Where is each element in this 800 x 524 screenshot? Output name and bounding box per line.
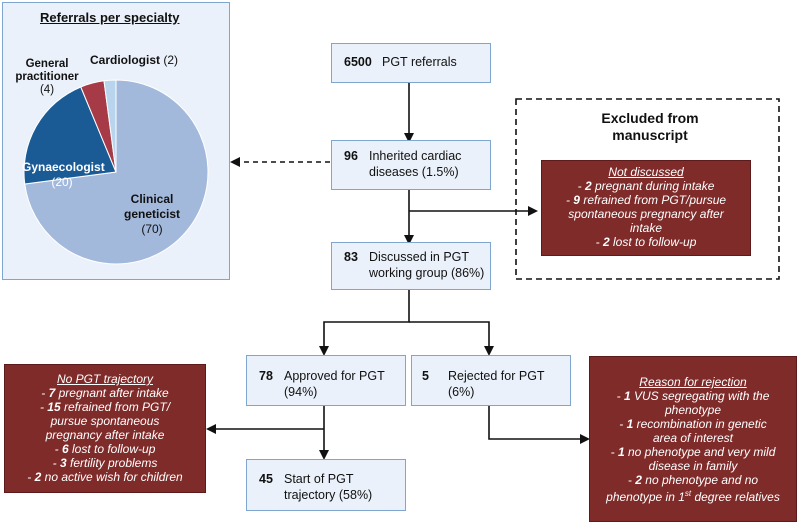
arrowhead	[404, 133, 414, 143]
box-rejected: 5 Rejected for PGT(6%)	[411, 355, 571, 406]
arrowhead	[404, 235, 414, 245]
not-discussed-box: Not discussed - 2 pregnant during intake…	[541, 160, 751, 256]
rejection-heading: Reason for rejection	[639, 375, 747, 389]
branch-discussed-right	[409, 321, 490, 348]
count: 5	[422, 369, 429, 383]
reason-for-rejection-box: Reason for rejection - 1 VUS segregating…	[589, 356, 797, 522]
no-pgt-trajectory-box: No PGT trajectory - 7 pregnant after int…	[4, 364, 206, 493]
pie-title: Referrals per specialty	[40, 10, 180, 25]
pie-label-cardiologist: Cardiologist (2)	[90, 53, 179, 67]
arrowhead	[484, 346, 494, 356]
arrow-rejected-to-reason	[488, 406, 580, 440]
label: Rejected for PGT(6%)	[448, 369, 545, 399]
count: 6500	[344, 55, 372, 69]
not-discussed-heading: Not discussed	[608, 165, 684, 179]
no-pgt-heading: No PGT trajectory	[56, 372, 154, 386]
box-pgt-referrals: 6500 PGT referrals	[331, 43, 491, 83]
arrowhead	[319, 346, 329, 356]
count: 96	[344, 149, 358, 163]
count: 83	[344, 250, 358, 264]
arrowhead	[206, 424, 216, 434]
count: 78	[259, 369, 273, 383]
arrowhead	[319, 450, 329, 460]
pie-slice-cardiologist	[103, 79, 117, 173]
pie-slice-gynaecologist	[23, 86, 117, 185]
box-approved: 78 Approved for PGT(94%)	[246, 355, 406, 406]
label: PGT referrals	[382, 55, 457, 69]
label: Approved for PGT(94%)	[284, 369, 385, 399]
arrowhead	[528, 206, 538, 216]
arrowhead	[580, 434, 590, 444]
arrowhead	[230, 157, 240, 167]
excluded-dashed-box	[515, 98, 780, 280]
branch-discussed	[323, 290, 410, 348]
pie-chart	[23, 79, 209, 265]
count: 45	[259, 472, 273, 486]
pie-label-gynaecologist: Gynaecologist(20)	[22, 160, 105, 189]
